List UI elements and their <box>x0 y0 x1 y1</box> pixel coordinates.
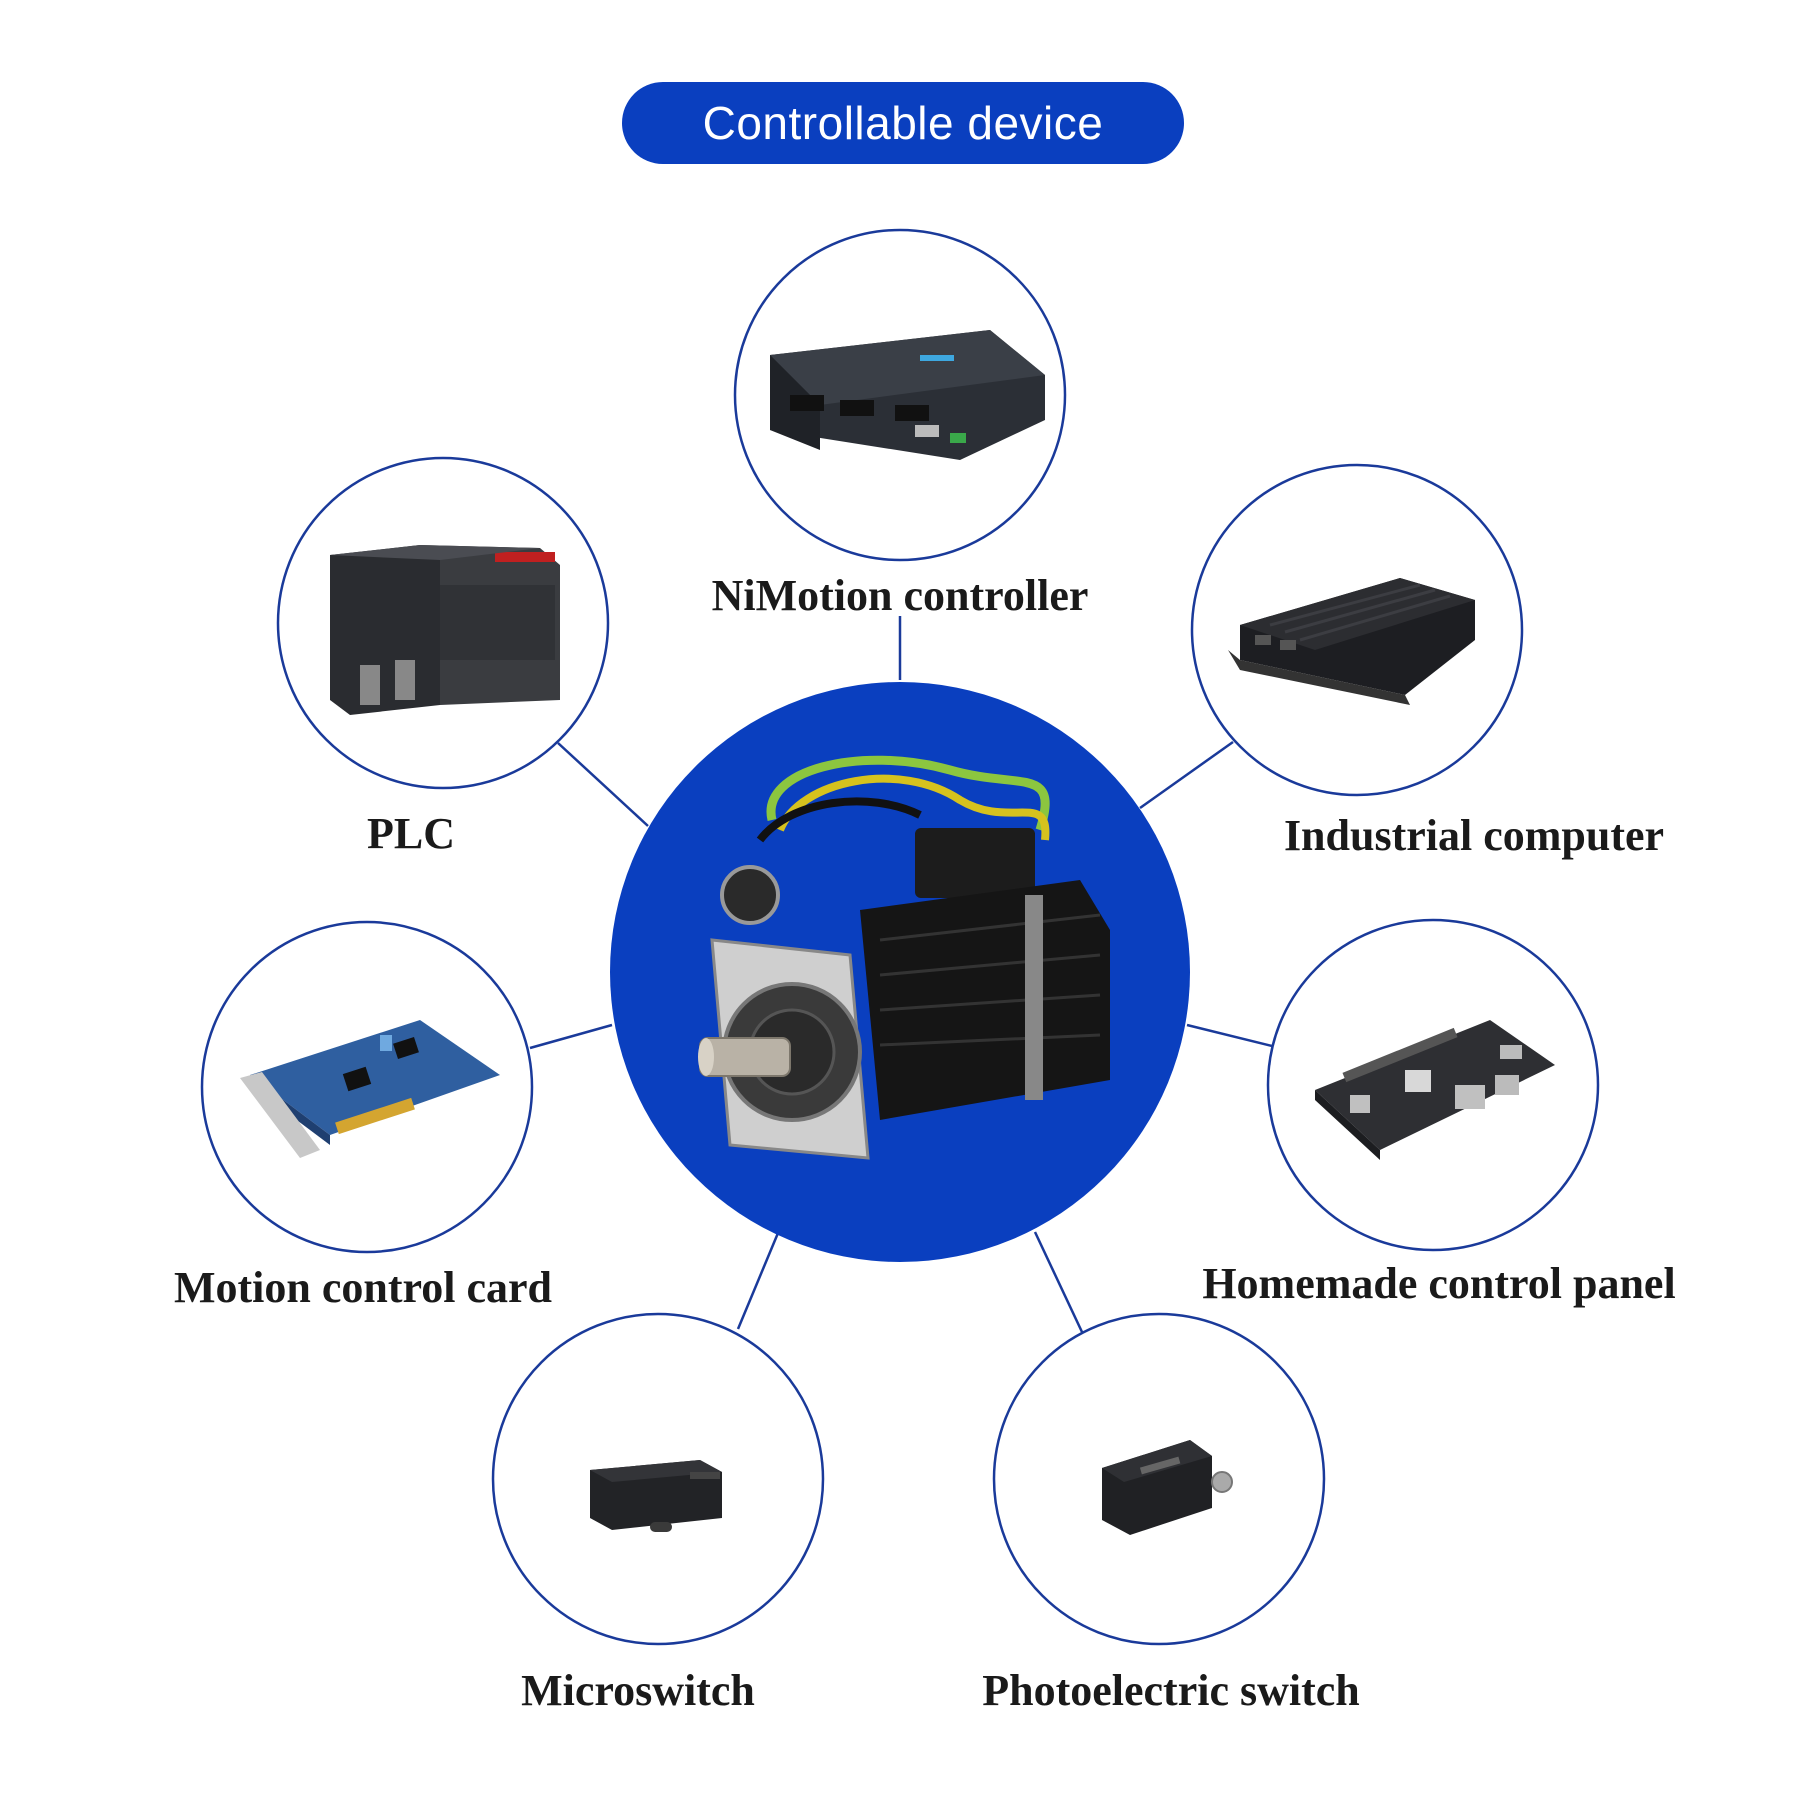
device-rings <box>200 228 1600 1646</box>
single-board-computer-icon <box>1315 1020 1555 1160</box>
connector-line-plc <box>557 742 649 827</box>
device-label: Industrial computer <box>1283 811 1665 860</box>
title-text: Controllable device <box>702 97 1104 149</box>
servo-motor-icon <box>698 755 1110 1160</box>
microswitch-icon <box>590 1460 722 1532</box>
connector-lines <box>529 616 1273 1333</box>
plc-module-icon <box>330 545 560 715</box>
device-label: Microswitch <box>521 1666 755 1715</box>
connector-line-industrial-computer <box>1139 740 1234 810</box>
connector-line-photoelectric <box>1033 1231 1084 1333</box>
device-label: Homemade control panel <box>1202 1259 1676 1308</box>
controller-box-icon <box>770 330 1045 460</box>
pci-card-icon <box>240 1020 500 1158</box>
fanless-pc-icon <box>1228 578 1475 705</box>
device-label: Photoelectric switch <box>982 1666 1360 1715</box>
device-label: NiMotion controller <box>711 571 1089 620</box>
title-badge: Controllable device <box>622 82 1184 164</box>
device-label: Motion control card <box>173 1263 553 1312</box>
connector-line-microswitch <box>736 1232 780 1330</box>
photoelectric-sensor-icon <box>1102 1440 1233 1535</box>
device-label: PLC <box>367 809 455 858</box>
connector-line-control-panel <box>1186 1023 1273 1048</box>
connector-line-motion-card <box>529 1023 613 1050</box>
